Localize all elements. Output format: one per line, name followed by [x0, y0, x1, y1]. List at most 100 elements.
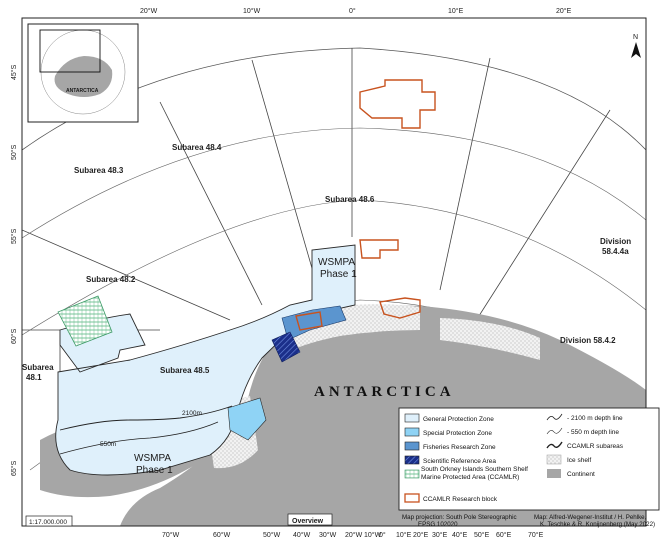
label-subarea-48-4: Subarea 48.4 [172, 143, 222, 152]
legend-swatch-gpz [404, 413, 420, 423]
scientific-reference-area [271, 331, 301, 363]
wsmpa-label-west-line2: Phase 1 [136, 465, 173, 476]
top-tick-10w: 10°W [243, 7, 261, 15]
bottom-tick-12: 50°E [474, 531, 490, 539]
label-subarea-48-5: Subarea 48.5 [160, 366, 210, 375]
north-arrow-icon [631, 42, 641, 58]
legend-swatch-frz [404, 441, 420, 451]
ccamlr-research-blocks [295, 79, 436, 331]
parallel-55s [22, 199, 646, 336]
legend-swatch-mpa [404, 469, 420, 479]
overview-text: Overview [292, 518, 324, 525]
legend-swatch-research-block [404, 493, 420, 503]
top-tick-20w: 20°W [140, 7, 158, 15]
depth-label-550m: 550m [100, 441, 116, 448]
legend-label-frz: Fisheries Research Zone [423, 444, 496, 451]
label-subarea-48-3: Subarea 48.3 [74, 166, 124, 175]
legend: General Protection Zone Special Protecti… [398, 407, 660, 511]
top-tick-10e: 10°E [448, 7, 464, 15]
label-division-58-4-4a-line1: Division [600, 237, 631, 246]
left-tick-60s: 60°S [10, 328, 18, 344]
legend-swatch-continent [547, 469, 561, 478]
wsmpa-label-east-line2: Phase 1 [320, 269, 357, 280]
left-tick-50s: 50°S [10, 144, 18, 160]
research-block-west [295, 311, 323, 331]
scale-text: 1:17.000.000 [29, 519, 67, 526]
legend-box [398, 407, 660, 511]
research-block-east [379, 297, 421, 319]
legend-label-550m: - 550 m depth line [567, 429, 619, 436]
label-subarea-48-6: Subarea 48.6 [325, 195, 375, 204]
legend-label-mpa: South Orkney Islands Southern Shelf Mari… [421, 466, 528, 481]
label-antarctica: ANTARCTICA [314, 384, 455, 400]
bottom-tick-8: 10°E [396, 531, 412, 539]
map-frame [21, 17, 647, 527]
bottom-tick-10: 30°E [432, 531, 448, 539]
legend-label-continent: Continent [567, 471, 595, 478]
left-tick-45s: 45°S [10, 64, 18, 80]
left-tick-65s: 65°S [10, 460, 18, 476]
credit-projection-line2: EPSG 102020 [418, 521, 458, 528]
depth-line-550m [59, 421, 219, 455]
legend-swatch-ice-shelf [546, 454, 562, 465]
left-tick-55s: 55°S [10, 228, 18, 244]
legend-swatch-sra [404, 455, 420, 465]
research-block-north [359, 79, 436, 129]
legend-label-2100m: - 2100 m depth line [567, 415, 623, 422]
depth-line-2100m [59, 405, 233, 431]
left-tick-labels: 45°S 50°S 55°S 60°S 65°S [10, 64, 18, 476]
depth-label-2100m: 2100m [182, 410, 202, 417]
legend-swatch-subareas [546, 441, 563, 449]
credit-author-line1: Map: Alfred-Wegener-Institut / H. Pehlke… [534, 514, 647, 521]
legend-label-subareas: CCAMLR subareas [567, 443, 624, 450]
ice-shelf-east [440, 318, 540, 360]
outside-region [22, 18, 646, 150]
legend-swatch-spz [404, 427, 420, 437]
overview-box [287, 513, 333, 526]
inset-continent [54, 56, 113, 97]
inset-label-antarctica: ANTARCTICA [66, 88, 99, 94]
south-orkney-mpa [57, 295, 113, 347]
credit-projection-line1: Map projection: South Pole Stereographic [402, 514, 517, 521]
special-protection-zone [227, 397, 267, 441]
label-subarea-48-1-line2: 48.1 [26, 373, 42, 382]
bottom-tick-3: 40°W [293, 531, 311, 539]
wsmpa-label-west-line1: WSMPA [134, 453, 171, 464]
bottom-tick-13: 60°E [496, 531, 512, 539]
credits: Map projection: South Pole Stereographic… [402, 514, 655, 528]
top-tick-20e: 20°E [556, 7, 572, 15]
label-division-58-4-2: Division 58.4.2 [560, 336, 616, 345]
label-division-58-4-4a-line2: 58.4.4a [602, 247, 629, 256]
legend-swatch-550m [546, 427, 563, 435]
bottom-tick-0: 70°W [162, 531, 180, 539]
bottom-tick-14: 70°E [528, 531, 544, 539]
bottom-tick-11: 40°E [452, 531, 468, 539]
bottom-tick-6: 10°W [364, 531, 382, 539]
credit-author-line2: K. Teschke & R. Konijnenberg (May 2022) [540, 521, 655, 528]
legend-label-sra: Scientific Reference Area [423, 458, 496, 465]
wsmpa-label-east-line1: WSMPA [318, 257, 355, 268]
legend-label-spz: Special Protection Zone [423, 430, 492, 437]
north-arrow-letter: N [633, 34, 638, 41]
legend-swatch-2100m [546, 413, 563, 421]
scale-box [25, 515, 73, 527]
bottom-tick-7: 0° [379, 531, 386, 539]
legend-label-gpz: General Protection Zone [423, 416, 494, 423]
bottom-tick-5: 20°W [345, 531, 363, 539]
top-tick-labels: 20°W 10°W 0° 10°E 20°E [140, 7, 572, 15]
legend-label-research-block: CCAMLR Research block [423, 496, 498, 503]
inset-extent-box [39, 29, 101, 73]
top-tick-0: 0° [349, 7, 356, 15]
research-block-maud-rise [359, 239, 399, 259]
bottom-tick-2: 50°W [263, 531, 281, 539]
bottom-tick-4: 30°W [319, 531, 337, 539]
parallel-50s [22, 127, 646, 239]
legend-label-ice-shelf: Ice shelf [567, 457, 591, 464]
bottom-tick-1: 60°W [213, 531, 231, 539]
label-subarea-48-1-line1: Subarea [22, 363, 54, 372]
legend-label-mpa-wrap: South Orkney Islands Southern Shelf Mari… [421, 466, 528, 481]
label-subarea-48-2: Subarea 48.2 [86, 275, 136, 284]
